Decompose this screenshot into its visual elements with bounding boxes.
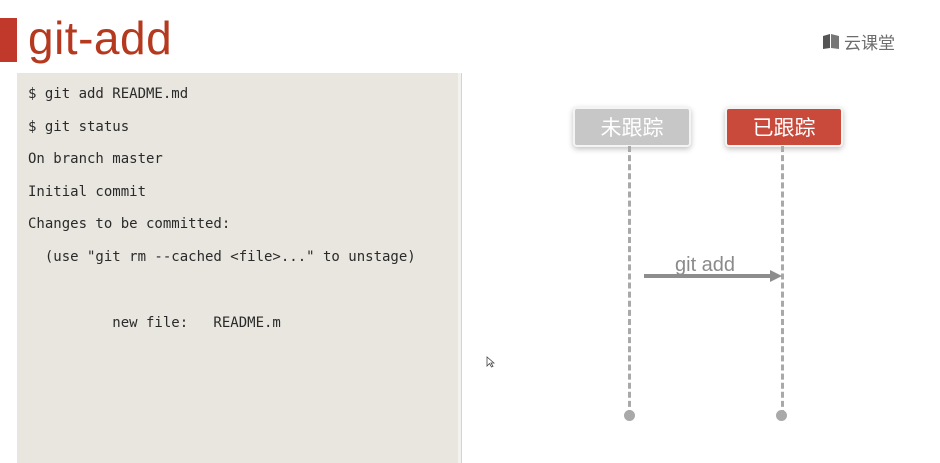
transition-label: git add bbox=[675, 254, 736, 276]
terminal-line: $ git status bbox=[28, 119, 130, 135]
terminal-line: new file: README.m bbox=[28, 315, 281, 331]
state-untracked: 未跟踪 bbox=[573, 107, 691, 147]
terminal-line: (use "git rm --cached <file>..." to unst… bbox=[28, 249, 416, 265]
lifeline-tracked bbox=[781, 146, 784, 416]
terminal-line: $ git add README.md bbox=[28, 86, 189, 102]
terminal-line: Initial commit bbox=[28, 184, 147, 200]
lifeline-end-tracked bbox=[776, 410, 787, 421]
lifeline-end-untracked bbox=[624, 410, 635, 421]
git-state-diagram: 未跟踪 已跟踪 git add bbox=[470, 80, 940, 463]
transition-arrow bbox=[644, 270, 782, 282]
terminal-line: Changes to be committed: bbox=[28, 216, 231, 232]
title-accent-bar bbox=[0, 18, 17, 62]
terminal-output: $ git add README.md $ git status On bran… bbox=[17, 73, 461, 463]
slide-title: git-add bbox=[28, 12, 173, 64]
book-icon bbox=[822, 33, 840, 50]
state-tracked: 已跟踪 bbox=[725, 107, 843, 147]
terminal-line: On branch master bbox=[28, 151, 163, 167]
brand-logo: 云课堂 bbox=[822, 30, 895, 53]
mouse-pointer-icon bbox=[486, 356, 495, 368]
lifeline-untracked bbox=[628, 146, 631, 416]
brand-logo-text: 云课堂 bbox=[844, 33, 895, 53]
